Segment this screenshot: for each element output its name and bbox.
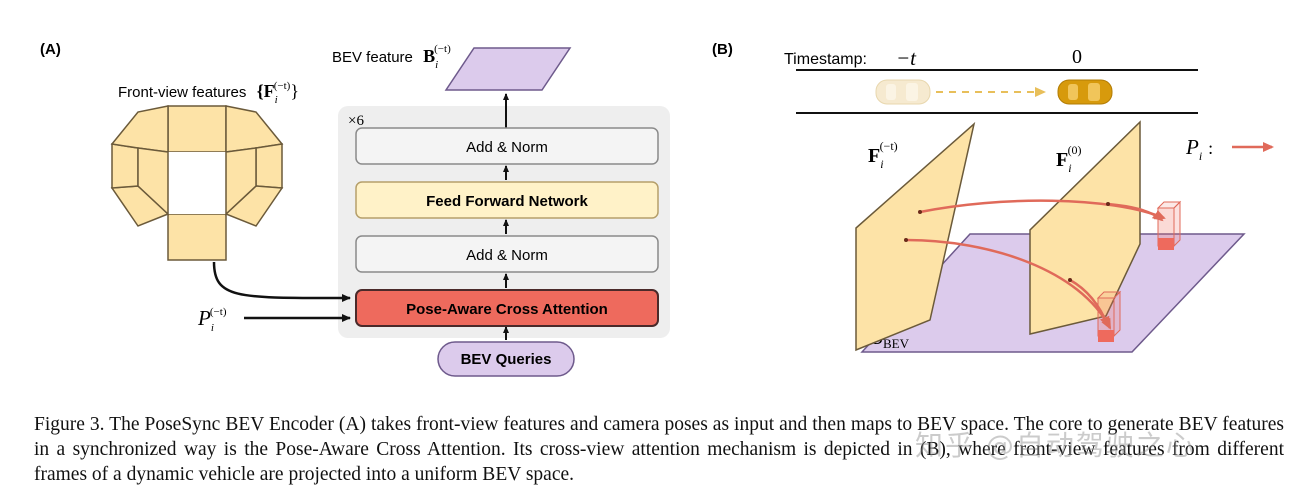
camera-face-depth-b [225,147,257,216]
bev-feature-label: BEV feature Bi(−t) [332,43,451,71]
feature-plane-current [1029,120,1141,335]
panel-b-label: (B) [712,41,733,58]
ffn-label: Feed Forward Network [426,193,588,210]
query-pillar-right [1156,200,1182,250]
bev-feature-plane [444,47,572,91]
pose-input-symbol: Pi(−t) [197,306,227,334]
projection-arrow-3 [905,238,1112,330]
bev-queries-label: BEV Queries [461,351,552,368]
ffn-box [355,181,659,219]
sample-point-2 [904,238,908,242]
diagram-canvas: (A) Front-view features {Fi(−t)} ×6 BEV … [40,41,1274,377]
camera-face-front-left [110,105,169,153]
timestamp-minus-t: −t [896,46,917,70]
repeat-label: ×6 [348,113,364,129]
camera-face-back [167,213,227,261]
sample-point-4 [1068,278,1072,282]
timestamp-label: Timestamp: [784,51,867,68]
feature-plane-past [855,121,976,352]
car-past [875,79,931,105]
projection-arrow-2 [1107,202,1164,222]
camera-face-left [111,143,139,189]
projection-arrow-4 [1069,278,1110,328]
add-norm-top-label: Add & Norm [466,139,548,156]
camera-face-depth-a [137,147,169,216]
panel-a-label: (A) [40,41,61,58]
camera-face-right [255,143,283,189]
pose-legend-symbol: Pi: [1185,135,1213,163]
add-norm-top-box [355,127,659,165]
watermark: 知乎 @自动驾驶之心 [915,429,1196,462]
arrow-features-to-attn [212,261,351,303]
sample-point-1 [918,210,922,214]
bev-queries-box [437,341,575,377]
feature-current-symbol: Fi(0) [1056,143,1082,175]
feature-past-symbol: Fi(−t) [868,139,898,171]
figure-caption: Figure 3. The PoseSync BEV Encoder (A) t… [34,414,1284,485]
front-view-label: Front-view features {Fi(−t)} [118,80,299,106]
camera-face-front [167,105,227,153]
timestamp-zero: 0 [1072,46,1082,68]
pose-attention-box [355,289,659,327]
add-norm-mid-label: Add & Norm [466,247,548,264]
add-norm-mid-box [355,235,659,273]
pose-attention-label: Pose-Aware Cross Attention [406,301,608,318]
car-current [1057,79,1113,105]
sample-point-3 [1106,202,1110,206]
